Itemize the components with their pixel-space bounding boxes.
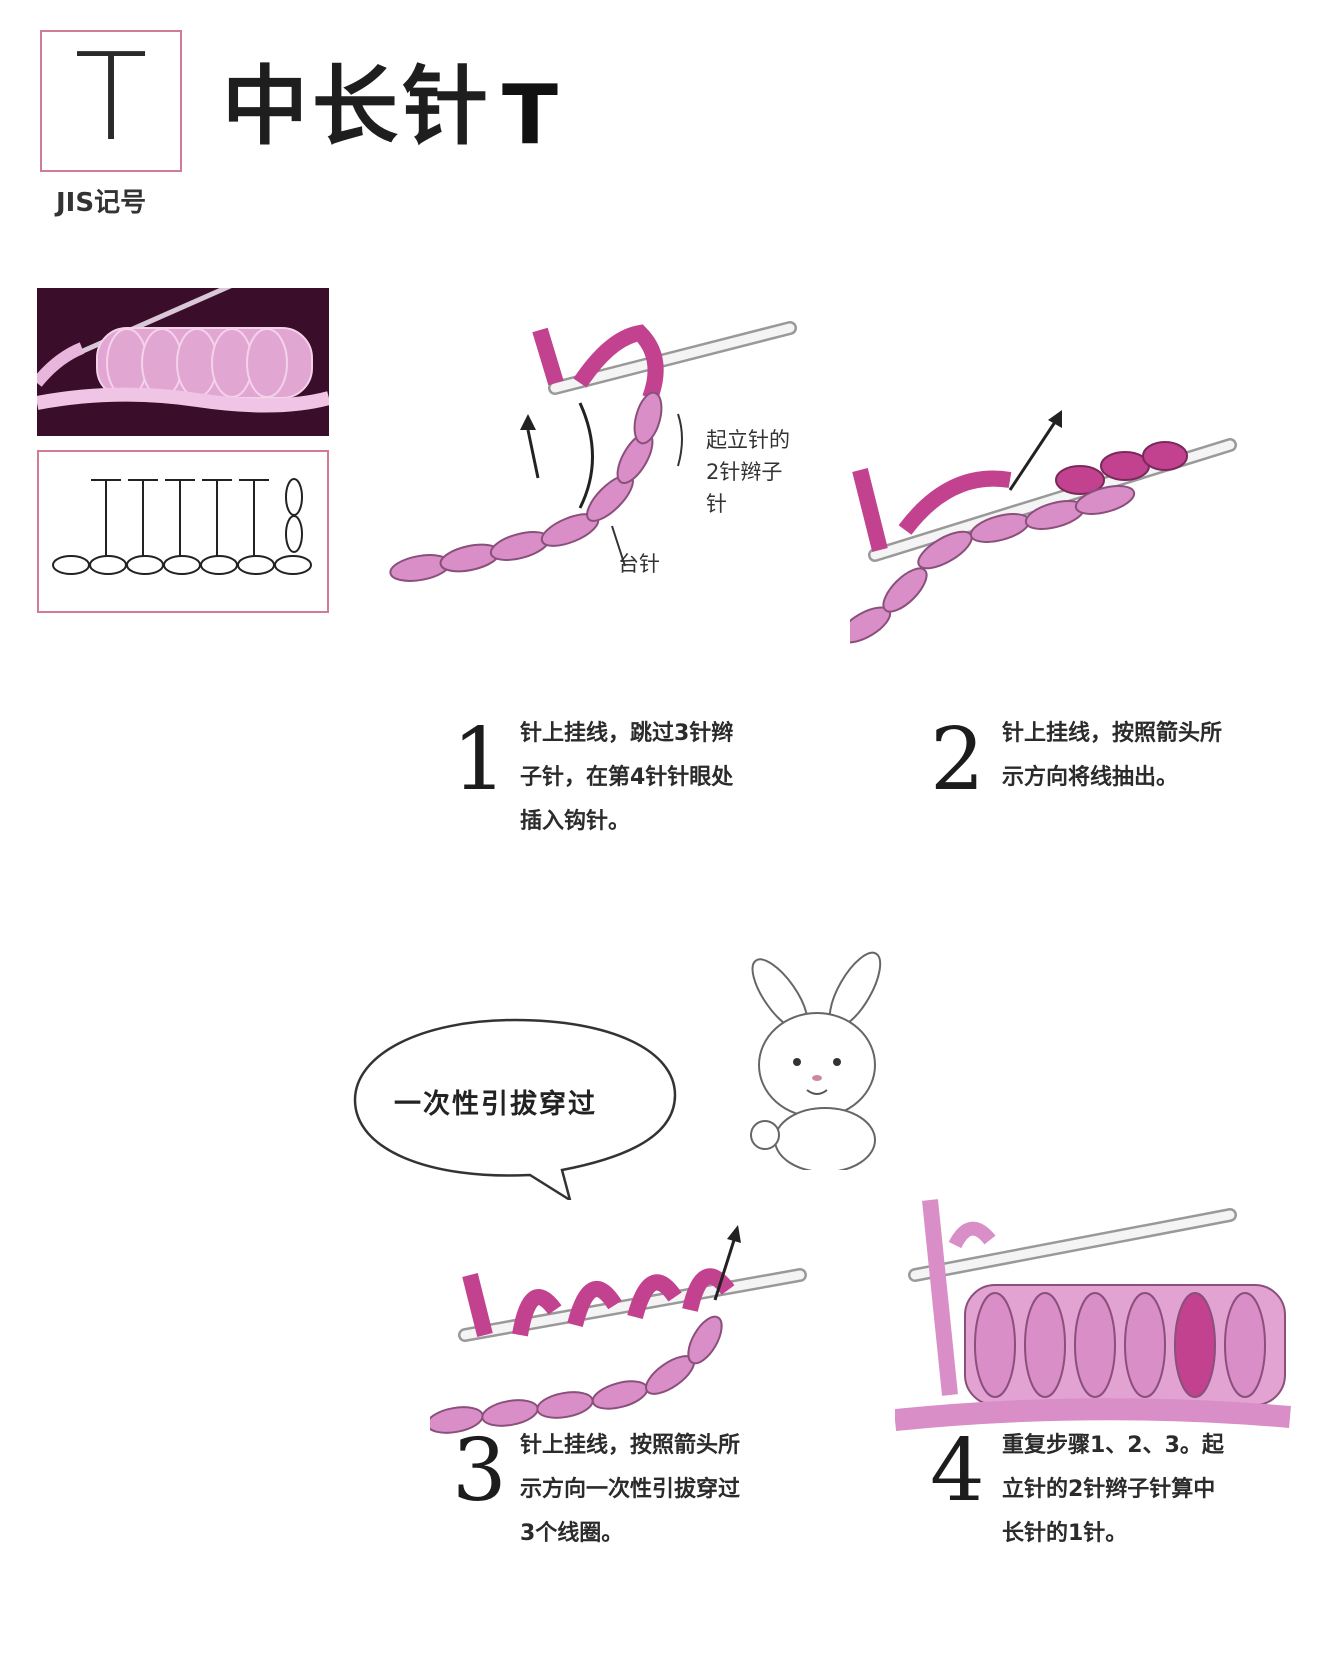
step-3-number: 3 — [452, 1421, 507, 1521]
chain-label: 起立针的 2针辫子 针 — [706, 424, 790, 520]
step-1-illustration — [380, 318, 800, 608]
bunny-mascot-illustration — [735, 950, 905, 1173]
step-4-line-1: 重复步骤1、2、3。起 — [1002, 1433, 1224, 1458]
base-stitch-label: 台针 — [618, 552, 660, 576]
step-2-line-2: 示方向将线抽出。 — [1002, 765, 1179, 790]
step-1-line-1: 针上挂线，跳过3针辫 — [520, 721, 734, 746]
step-2-illustration — [839, 410, 1240, 655]
chain-label-line-2: 2针辫子 — [706, 460, 783, 484]
step-3-line-2: 示方向一次性引拔穿过 — [520, 1477, 741, 1502]
step-1-line-3: 插入钩针。 — [520, 809, 631, 834]
step-4-text: 重复步骤1、2、3。起 立针的2针辫子针算中 长针的1针。 — [1002, 1424, 1224, 1556]
chain-label-line-1: 起立针的 — [706, 428, 790, 452]
title-symbol: T — [502, 68, 558, 163]
jis-symbol-caption: JIS记号 — [56, 188, 147, 218]
step-1-number: 1 — [452, 710, 507, 810]
step-4-number: 4 — [930, 1421, 985, 1521]
stitch-chart-drawing — [52, 478, 312, 575]
step-3-text: 针上挂线，按照箭头所 示方向一次性引拔穿过 3个线圈。 — [520, 1424, 740, 1556]
step-3-line-3: 3个线圈。 — [520, 1521, 624, 1546]
stitch-photo — [37, 288, 329, 436]
page-title: 中长针 — [222, 57, 492, 157]
chain-label-line-3: 针 — [706, 492, 727, 516]
jis-symbol-box: T — [40, 30, 182, 172]
step-4-line-2: 立针的2针辫子针算中 — [1002, 1477, 1216, 1502]
speech-bubble-text: 一次性引拔穿过 — [394, 1089, 597, 1120]
step-1-line-2: 子针，在第4针针眼处 — [520, 765, 734, 790]
step-1-text: 针上挂线，跳过3针辫 子针，在第4针针眼处 插入钩针。 — [520, 712, 733, 844]
step-3-line-1: 针上挂线，按照箭头所 — [520, 1433, 741, 1458]
jis-symbol: T — [74, 29, 148, 168]
step-4-line-3: 长针的1针。 — [1002, 1521, 1128, 1546]
speech-bubble — [350, 1010, 680, 1203]
step-2-line-1: 针上挂线，按照箭头所 — [1002, 721, 1223, 746]
stitch-chart — [37, 450, 329, 613]
step-4-illustration — [893, 1195, 1295, 1450]
step-2-text: 针上挂线，按照箭头所 示方向将线抽出。 — [1002, 712, 1222, 800]
step-3-illustration — [426, 1225, 810, 1450]
step-2-number: 2 — [930, 710, 985, 810]
